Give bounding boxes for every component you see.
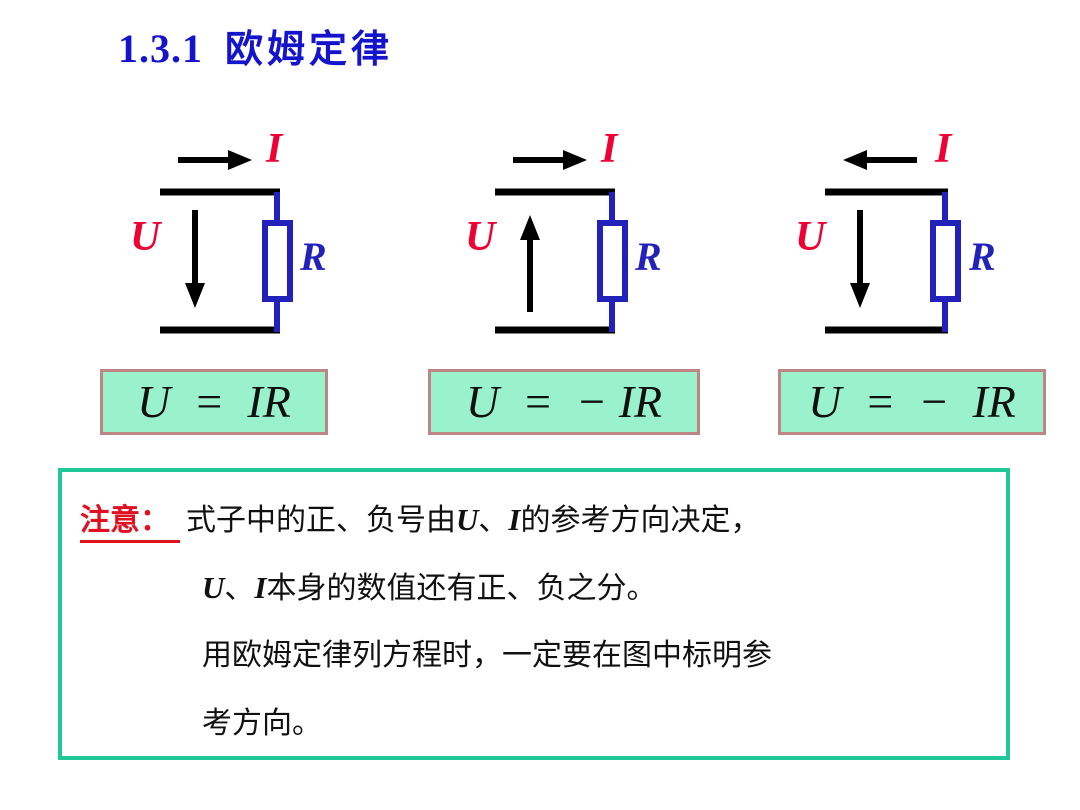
current-arrow-right-1 [178,150,252,170]
resistor-label-2: R [635,234,662,279]
current-arrow-right-2 [513,150,587,170]
voltage-arrow-down-3 [850,210,870,308]
note-line1-var-i: I [508,502,521,537]
current-label-1: I [266,126,283,172]
note-line-1: 注意：式子中的正、负号由U、I的参考方向决定， [62,486,1006,554]
voltage-label-1: U [130,214,161,260]
page-title-number: 1.3.1 [118,26,203,71]
circuit-diagram-2: I U R [455,120,755,350]
note-line2-var-u: U [202,570,225,605]
circuit-3-svg [825,150,961,334]
current-label-3: I [935,126,952,172]
formula-box-2: U = − IR [428,369,700,435]
note-line2-text-b: 本身的数值还有正、负之分。 [266,571,657,606]
resistor-body-3 [930,220,961,302]
note-line1-var-u: U [456,502,479,537]
resistor-label-3: R [969,234,996,279]
voltage-arrow-down-1 [185,210,205,308]
note-line2-var-i: I [254,570,267,605]
current-label-2: I [601,126,618,172]
formula-text-2: U = − IR [465,376,663,427]
note-label: 注意： [80,503,180,543]
resistor-body-1 [262,220,293,302]
formula-text-1: U = IR [137,376,291,427]
page-title-chinese: 欧姆定律 [225,27,394,71]
circuit-diagram-3: I U R [785,120,1080,350]
note-line1-text-b: 、 [478,503,509,538]
circuit-2-svg [495,150,628,334]
voltage-label-3: U [795,214,826,260]
voltage-label-2: U [465,214,496,260]
page-title: 1.3.1 欧姆定律 [118,18,393,73]
note-line-2: U、I本身的数值还有正、负之分。 [62,554,1006,622]
circuit-diagram-1: I U R [120,120,420,350]
formula-text-3: U = − IR [808,376,1016,427]
formula-box-1: U = IR [100,369,328,435]
voltage-arrow-up-2 [520,215,540,312]
resistor-label-1: R [300,234,327,279]
note-box: 注意：式子中的正、负号由U、I的参考方向决定， U、I本身的数值还有正、负之分。… [58,468,1010,760]
note-line2-text-a: 、 [224,571,255,606]
note-line-3: 用欧姆定律列方程时，一定要在图中标明参 [202,638,772,673]
resistor-body-2 [597,220,628,302]
note-line1-text-c: 的参考方向决定， [520,503,761,538]
note-line1-text-a: 式子中的正、负号由 [186,503,456,538]
circuit-1-svg [160,150,293,334]
note-line-4: 考方向。 [202,706,322,741]
current-arrow-left-3 [843,150,917,170]
formula-box-3: U = − IR [778,369,1046,435]
